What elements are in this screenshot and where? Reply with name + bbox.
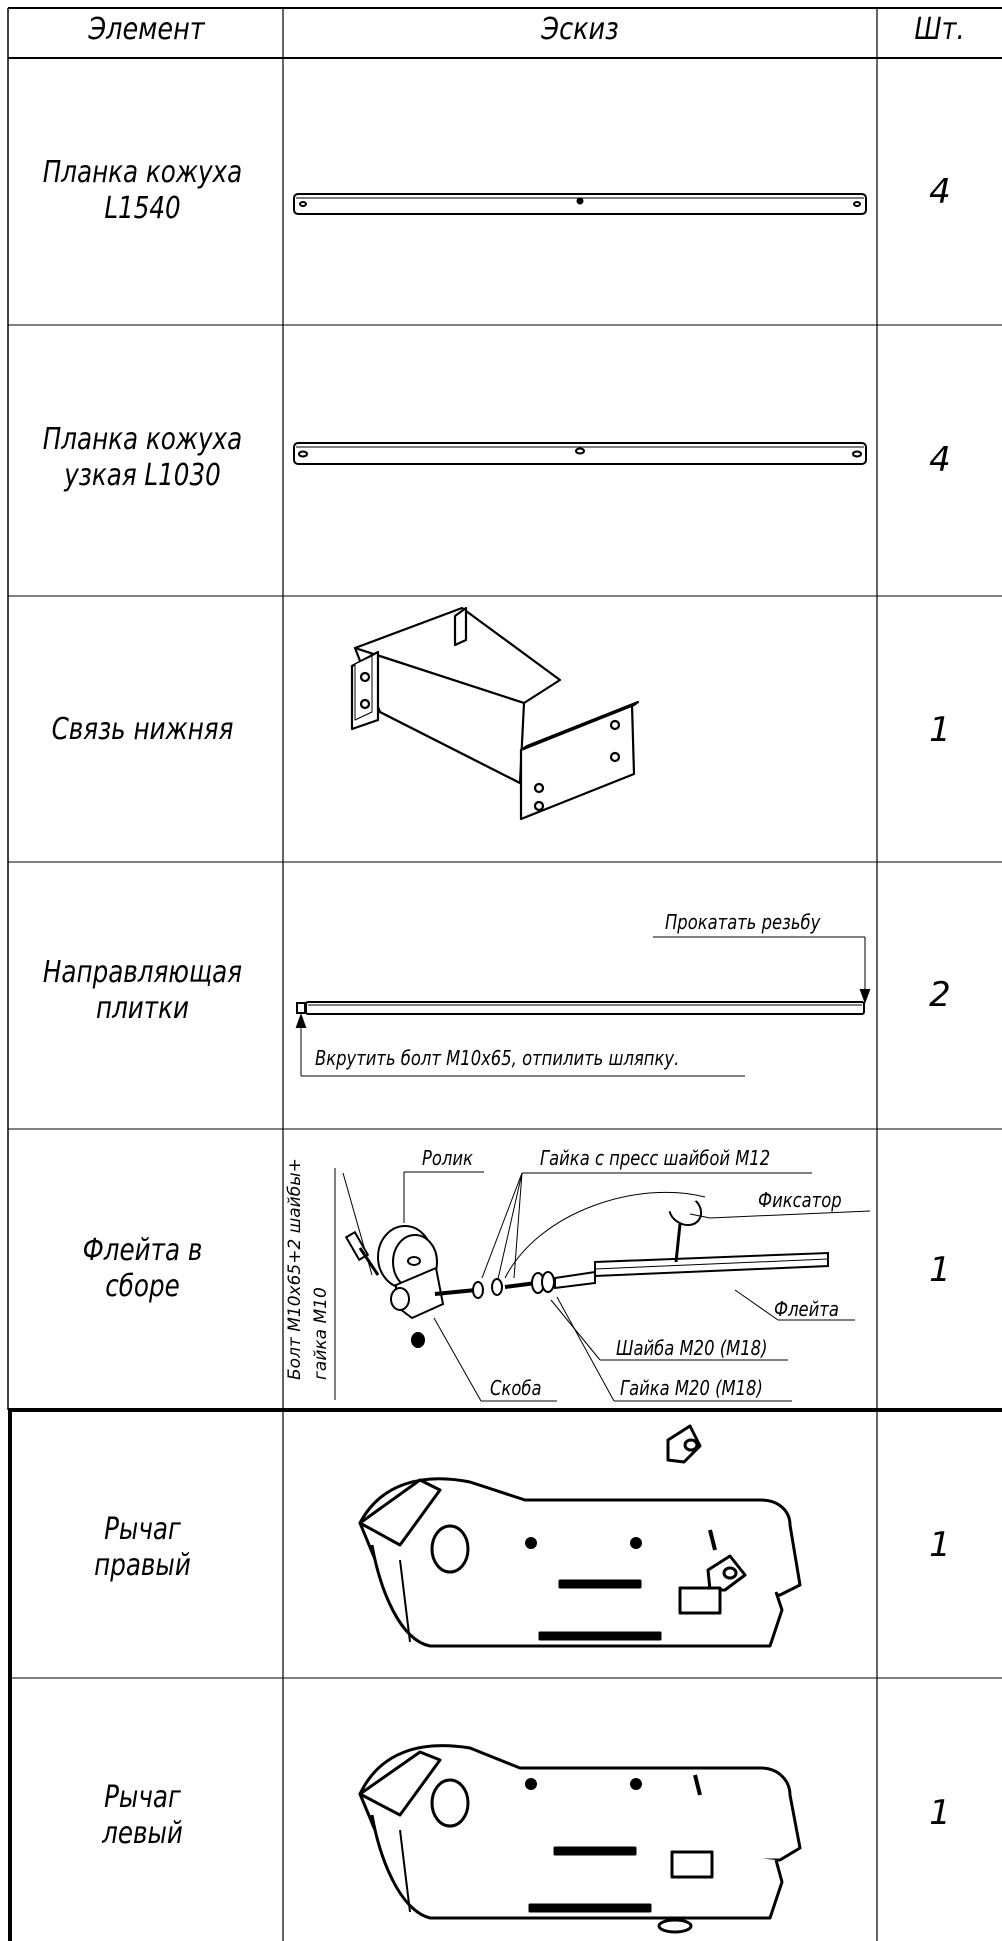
row-qty-lower-tie: 1 (929, 710, 951, 750)
sketch-lever-right (358, 1424, 802, 1648)
sketch-strip-l1540 (293, 193, 867, 215)
sketch-lower-tie (350, 606, 640, 821)
row-label-lever-left: Рычаг левый (102, 1780, 183, 1851)
row-qty-strip-l1540: 4 (929, 172, 951, 212)
note-roller: Ролик (422, 1148, 473, 1171)
note-bracket: Скоба (490, 1378, 541, 1401)
row-label-flute: Флейта в сборе (82, 1233, 203, 1304)
sketch-lever-left (358, 1744, 802, 1934)
row-label-strip-l1030: Планка кожуха узкая L1030 (42, 422, 243, 493)
note-washer: Шайба М20 (М18) (616, 1338, 767, 1361)
row-qty-lever-left: 1 (929, 1793, 951, 1833)
row-qty-flute: 1 (929, 1250, 951, 1290)
row-label-lower-tie: Связь нижняя (51, 712, 234, 747)
note-bolt-line1: Болт М10х65+2 шайбы+ (285, 1158, 305, 1380)
sketch-strip-l1030 (293, 442, 867, 465)
sketch-tile-guide (295, 936, 871, 1077)
header-element: Элемент (88, 12, 205, 47)
row-label-strip-l1540: Планка кожуха L1540 (42, 155, 243, 226)
row-label-tile-guide: Направляющая плитки (42, 955, 243, 1026)
note-bolt-line2: гайка М10 (311, 1287, 331, 1380)
note-fixator: Фиксатор (758, 1190, 842, 1213)
row-qty-strip-l1030: 4 (929, 440, 951, 480)
note-roll-thread: Прокатать резьбу (665, 912, 821, 935)
note-press-nut: Гайка с пресс шайбой М12 (540, 1148, 770, 1171)
note-nut-m20: Гайка М20 (М18) (620, 1378, 763, 1401)
note-screw-bolt: Вкрутить болт М10х65, отпилить шляпку. (315, 1048, 679, 1071)
header-qty: Шт. (914, 12, 965, 47)
note-flute: Флейта (774, 1299, 839, 1322)
sketch-flute-assembly (334, 1168, 871, 1402)
header-sketch: Эскиз (541, 12, 619, 47)
row-qty-lever-right: 1 (929, 1525, 951, 1565)
row-qty-tile-guide: 2 (929, 975, 951, 1015)
row-label-lever-right: Рычаг правый (94, 1512, 191, 1583)
